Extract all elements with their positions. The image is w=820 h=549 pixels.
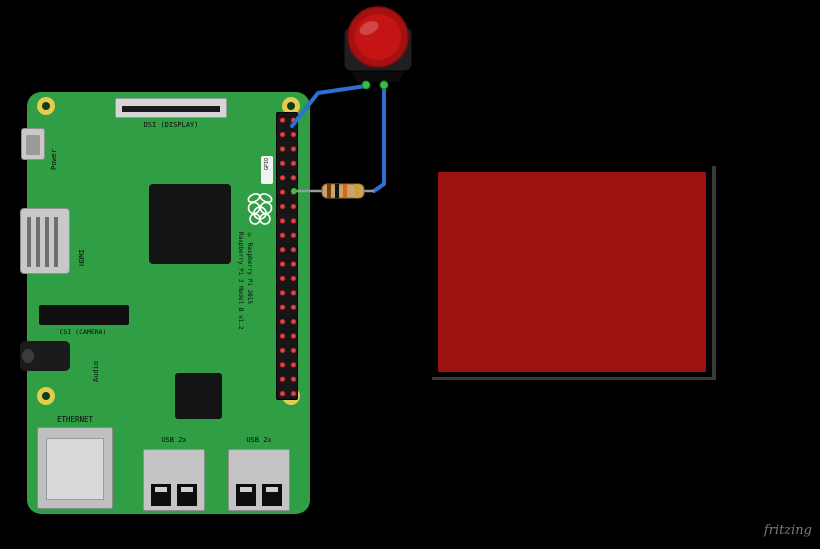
usb-slot (150, 484, 171, 506)
csi-camera-label: CSI (CAMERA) (59, 328, 107, 336)
usb-slot (262, 484, 283, 506)
resistor-band-4 (355, 184, 359, 198)
button-cap-highlight (359, 21, 379, 35)
mounting-hole (37, 97, 55, 115)
usb-slot (177, 484, 198, 506)
gpio-label: GPIO (264, 158, 270, 171)
resistor-band-1 (327, 184, 331, 198)
resistor-band-3 (343, 184, 347, 198)
dsi-display-label: DSI (DISPLAY) (143, 121, 199, 129)
usb-port-left (143, 449, 205, 511)
ethernet-label: ETHERNET (56, 415, 94, 424)
dsi-display-connector (115, 98, 227, 118)
power-label: Power (50, 148, 58, 170)
connection-point (361, 80, 371, 90)
board-model-text: Raspberry Pi 3 Model B v1.2 © Raspberry … (237, 232, 253, 417)
button-base (343, 26, 413, 72)
button-cap-outer (347, 6, 409, 68)
usb-ethernet-controller-chip (175, 373, 222, 419)
raspberry-pi-logo-icon (247, 193, 273, 225)
usb-label-left: USB 2x (161, 436, 187, 444)
red-display-panel (432, 166, 716, 380)
fritzing-watermark: fritzing (763, 523, 812, 538)
wire-button-to-resistor (372, 84, 386, 193)
board-copyright-line: © Raspberry Pi 2015 (246, 232, 253, 305)
soc-chip (149, 184, 231, 264)
gpio-badge: GPIO (261, 156, 273, 184)
button-cap (355, 14, 401, 60)
hdmi-port (20, 208, 70, 274)
mounting-hole (37, 387, 55, 405)
button-leg (382, 72, 387, 86)
raspberry-pi-board: DSI (DISPLAY) Power HDMI CSI (CAMERA) Au… (20, 92, 310, 514)
button-skirt (350, 71, 406, 82)
usb-port-right (228, 449, 290, 511)
hdmi-label: HDMI (78, 249, 86, 266)
csi-camera-connector (39, 305, 129, 325)
micro-usb-power-port (21, 128, 45, 160)
resistor-band-2 (335, 184, 339, 198)
red-display-screen (438, 172, 706, 372)
button-leg (364, 72, 369, 86)
usb-label-right: USB 2x (246, 436, 272, 444)
board-model-line1: Raspberry Pi 3 Model B v1.2 (237, 232, 244, 330)
usb-slot (235, 484, 256, 506)
ethernet-port (37, 427, 113, 509)
pushbutton (343, 6, 413, 90)
audio-jack (20, 341, 70, 371)
gpio-header (276, 112, 298, 400)
connection-point (379, 80, 389, 90)
audio-label: Audio (92, 360, 100, 382)
